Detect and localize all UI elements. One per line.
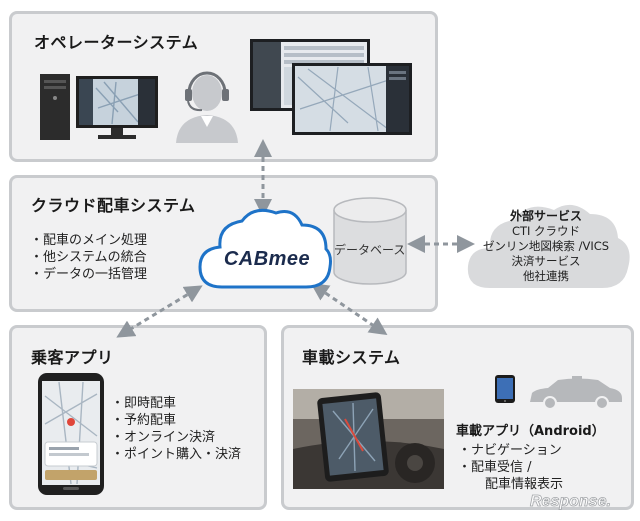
external-service-line: 決済サービス [511,254,581,268]
external-service-line: 他社連携 [523,269,569,283]
cloud-dispatch-bullets: ・配車のメイン処理 ・他システムの統合 ・データの一括管理 [30,232,147,283]
external-service-line: CTI クラウド [511,224,581,238]
list-item: ・ナビゲーション [458,443,562,458]
external-service-line: ゼンリン地図検索 /VICS [482,239,610,253]
list-item: 配車情報表示 [485,477,564,492]
passenger-app-title: 乗客アプリ [31,348,114,367]
external-services-text: 外部サービス CTI クラウド ゼンリン地図検索 /VICS 決済サービス 他社… [466,208,626,284]
list-item: ・他システムの統合 [30,250,147,265]
arrow-cloud-passenger [116,285,203,338]
list-item: ・オンライン決済 [111,430,216,445]
in-car-navigation-photo [293,389,444,489]
list-item: ・ポイント購入・決済 [111,447,242,462]
list-item: ・予約配車 [111,413,177,428]
operator-headset-icon [176,71,238,143]
arrow-cloud-vehicle [310,282,388,336]
desktop-pc-icon [40,74,158,140]
passenger-app-bullets: ・即時配車 ・予約配車 ・オンライン決済 ・ポイント購入・決済 [111,395,241,463]
cabmee-logo: CABmee [223,248,311,270]
vehicle-app-title: 車載アプリ（Android） [456,424,605,439]
list-item: ・データの一括管理 [30,267,148,282]
external-services-title: 外部サービス [509,209,582,223]
list-item: ・配車受信 / [458,460,532,475]
tablet-icon [495,375,515,403]
cloud-dispatch-title: クラウド配車システム [31,196,196,215]
vehicle-app-bullets: ・ナビゲーション ・配車受信 / 配車情報表示 [458,442,563,493]
list-item: ・配車のメイン処理 [30,233,148,248]
vehicle-system-title: 車載システム [302,348,401,367]
taxi-car-icon [530,376,622,410]
cabmee-cloud-shape [198,208,332,289]
external-cloud-shape [467,204,630,288]
database-icon [333,197,407,285]
list-item: ・即時配車 [111,396,177,411]
database-label: データベース [334,243,406,257]
operator-screens-icon [250,39,412,135]
operator-system-title: オペレーターシステム [34,33,199,52]
response-watermark: Response. [530,493,612,511]
smartphone-app-icon [38,373,104,495]
